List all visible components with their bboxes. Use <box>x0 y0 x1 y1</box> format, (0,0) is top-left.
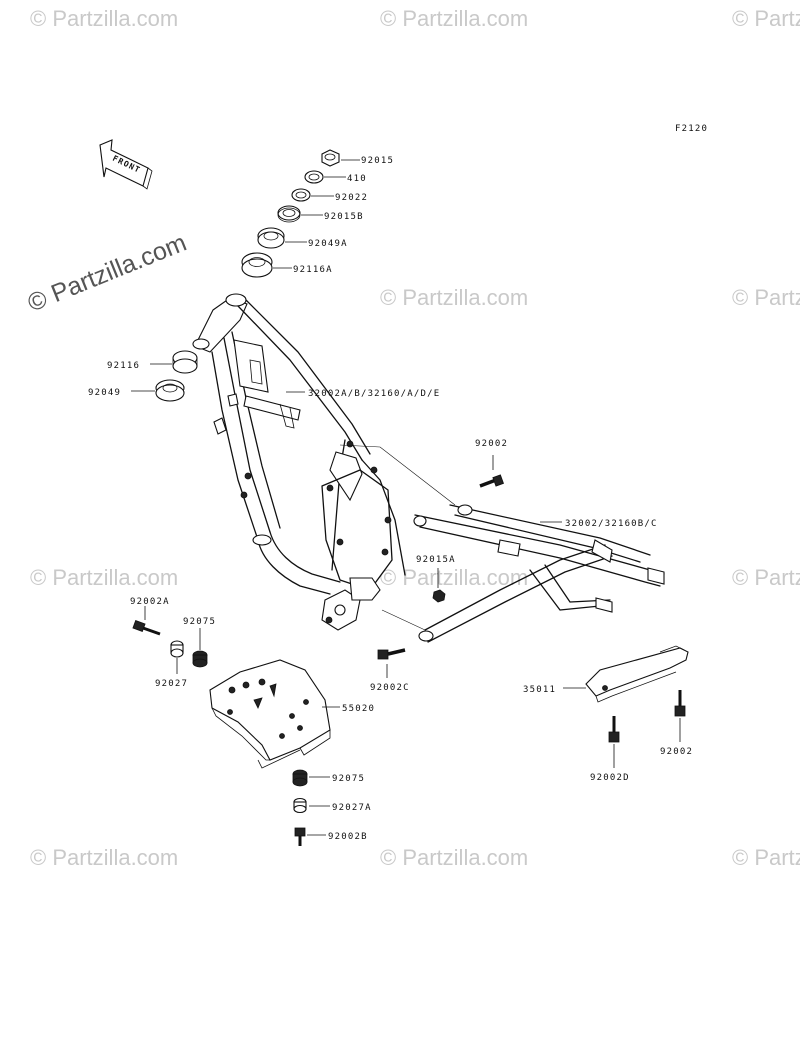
part-label: 92002B <box>328 832 368 842</box>
part-label: 92015 <box>361 156 394 166</box>
nut-ring-icon <box>277 205 301 223</box>
steering-head-parts: 92015 410 92022 92015B 92049A <box>88 149 394 402</box>
bolt-icon <box>294 827 306 846</box>
part-label: 92002 <box>660 747 693 757</box>
part-label: 92049A <box>308 239 348 249</box>
part-label: 92002 <box>475 439 508 449</box>
collar-icon <box>170 640 184 658</box>
watermark: © Partzilla.com <box>732 845 800 870</box>
bolt-icon <box>674 690 686 717</box>
part-label: 32002A/B/32160/A/D/E <box>308 389 440 399</box>
rubber-collar-icon <box>292 769 308 787</box>
watermarks: © Partzilla.com © Partzilla.com © Partzi… <box>24 6 800 870</box>
lower-hardware: 92075 92027A 92002B <box>292 769 372 846</box>
part-label: 92002D <box>590 773 630 783</box>
engine-guard-hardware: 92002A 92027 92075 <box>130 597 216 689</box>
part-label: 92075 <box>183 617 216 627</box>
seal-icon <box>155 379 185 402</box>
part-label: 92027A <box>332 803 372 813</box>
watermark: © Partzilla.com <box>380 285 528 310</box>
part-label: 92002A <box>130 597 170 607</box>
watermark: © Partzilla.com <box>380 6 528 31</box>
part-label: 92116 <box>107 361 140 371</box>
engine-guard <box>209 659 331 769</box>
rubber-collar-icon <box>192 650 208 668</box>
watermark-primary: © Partzilla.com <box>24 228 191 317</box>
watermark: © Partzilla.com <box>732 565 800 590</box>
front-arrow-icon: FRONT <box>99 139 153 190</box>
part-label: 92022 <box>335 193 368 203</box>
part-label: 32002/32160B/C <box>565 519 658 529</box>
part-label: 55020 <box>342 704 375 714</box>
part-label: 92015B <box>324 212 364 222</box>
chain-guard <box>585 645 689 703</box>
washer-icon <box>291 188 311 202</box>
bolt-icon <box>132 620 161 636</box>
watermark: © Partzilla.com <box>30 845 178 870</box>
bolt-icon <box>377 648 406 660</box>
part-label: 92075 <box>332 774 365 784</box>
part-label: 92027 <box>155 679 188 689</box>
nut-icon <box>432 589 446 603</box>
main-frame: 32002A/B/32160/A/D/E <box>192 293 440 631</box>
part-label: 92116A <box>293 265 333 275</box>
watermark: © Partzilla.com <box>30 565 178 590</box>
part-label: 92015A <box>416 555 456 565</box>
bolt-icon <box>479 474 504 488</box>
washer-icon <box>304 170 324 184</box>
collar-icon <box>293 797 307 814</box>
nut-icon <box>321 149 340 167</box>
watermark: © Partzilla.com <box>732 6 800 31</box>
part-label: 410 <box>347 174 367 184</box>
figure-code: F2120 <box>675 124 708 134</box>
bearing-icon <box>172 350 198 374</box>
part-label: 92002C <box>370 683 410 693</box>
part-label: 35011 <box>523 685 556 695</box>
seal-icon <box>257 227 285 249</box>
part-label: 92049 <box>88 388 121 398</box>
subframe: 32002/32160B/C <box>339 444 665 643</box>
watermark: © Partzilla.com <box>732 285 800 310</box>
bolt-icon <box>608 716 620 743</box>
bearing-icon <box>241 252 273 278</box>
watermark: © Partzilla.com <box>30 6 178 31</box>
watermark: © Partzilla.com <box>380 845 528 870</box>
watermark: © Partzilla.com <box>380 565 528 590</box>
